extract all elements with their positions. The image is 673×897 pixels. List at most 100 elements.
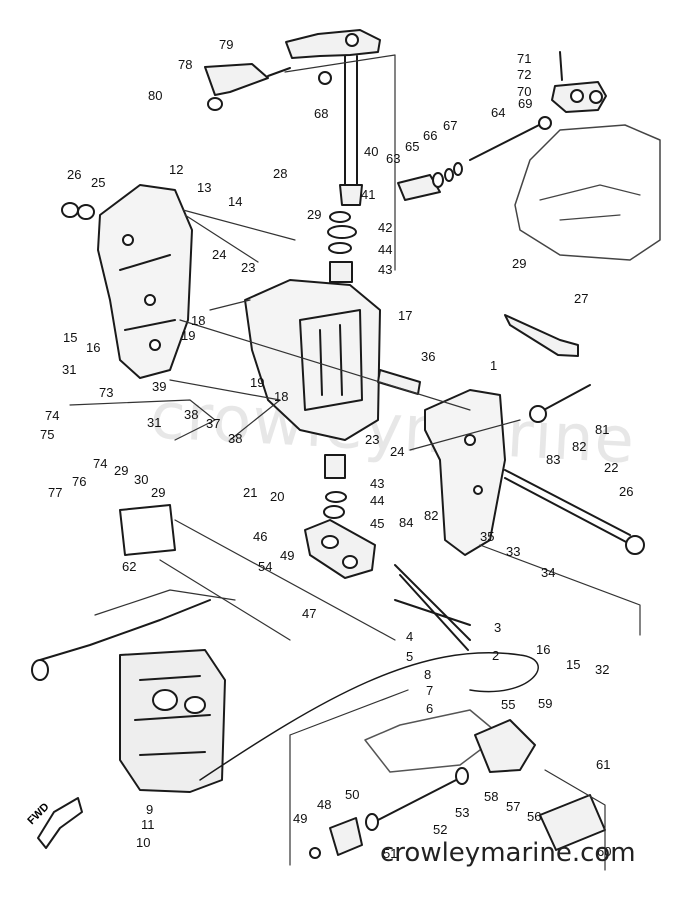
callout-59: 59 (538, 696, 553, 711)
callout-45: 45 (370, 516, 385, 531)
callout-54: 54 (258, 559, 273, 574)
steering-arm-part (285, 29, 381, 206)
callout-1: 1 (490, 358, 498, 373)
callout-2: 2 (492, 648, 500, 663)
bottom-cowling-part (514, 124, 661, 261)
callout-3: 3 (494, 620, 502, 635)
callout-24-b: 24 (390, 444, 405, 459)
collar-41-part (329, 211, 351, 223)
bushing-43-part (329, 261, 353, 283)
callout-33: 33 (506, 544, 521, 559)
callout-72: 72 (517, 67, 532, 82)
callout-16-b: 16 (536, 642, 551, 657)
callout-29-c: 29 (114, 463, 129, 478)
callout-79: 79 (219, 37, 234, 52)
callout-43-b: 43 (370, 476, 385, 491)
callout-76: 76 (72, 474, 87, 489)
callout-39: 39 (152, 379, 167, 394)
callout-31: 31 (62, 362, 77, 377)
callout-26: 26 (67, 167, 82, 182)
callout-29-b: 29 (512, 256, 527, 271)
callout-81: 81 (595, 422, 610, 437)
callout-82: 82 (572, 439, 587, 454)
callout-46: 46 (253, 529, 268, 544)
callout-8: 8 (424, 667, 432, 682)
callout-82-b: 82 (424, 508, 439, 523)
callout-15: 15 (63, 330, 78, 345)
callout-19: 19 (181, 328, 196, 343)
shaft-64-part (469, 121, 546, 161)
seal-42-part (327, 225, 357, 239)
callout-38-b: 38 (228, 431, 243, 446)
clamp-bracket-12-part (97, 184, 193, 379)
callout-29-d: 29 (151, 485, 166, 500)
callout-25: 25 (91, 175, 106, 190)
callout-51: 51 (383, 846, 398, 861)
hose-loop-part (199, 651, 539, 781)
callout-44: 44 (378, 242, 393, 257)
callout-57: 57 (506, 799, 521, 814)
callout-29: 29 (307, 207, 322, 222)
clamp-bracket-1-part (424, 389, 506, 556)
callout-56: 56 (527, 809, 542, 824)
callout-64: 64 (491, 105, 506, 120)
website-text: crowleymarine.com (380, 838, 636, 868)
callout-32: 32 (595, 662, 610, 677)
callout-24: 24 (212, 247, 227, 262)
bushing-48-part (329, 817, 363, 856)
callout-40: 40 (364, 144, 379, 159)
callout-47: 47 (302, 606, 317, 621)
callout-65: 65 (405, 139, 420, 154)
nut-80-part (207, 97, 223, 111)
callout-34: 34 (541, 565, 556, 580)
callout-60: 60 (597, 844, 612, 859)
bushing-43b-part (324, 454, 346, 479)
callout-83: 83 (546, 452, 561, 467)
callout-9: 9 (146, 802, 154, 817)
callout-43: 43 (378, 262, 393, 277)
callout-61: 61 (596, 757, 611, 772)
callout-62: 62 (122, 559, 137, 574)
power-trim-unit-part (119, 649, 226, 793)
callout-6: 6 (426, 701, 434, 716)
callout-5: 5 (406, 649, 414, 664)
callout-67: 67 (443, 118, 458, 133)
callout-53: 53 (455, 805, 470, 820)
callout-52: 52 (433, 822, 448, 837)
callout-69: 69 (518, 96, 533, 111)
washers-65-67-part (397, 162, 463, 201)
callout-80: 80 (148, 88, 163, 103)
callout-19-b: 19 (250, 375, 265, 390)
callout-17: 17 (398, 308, 413, 323)
callout-42: 42 (378, 220, 393, 235)
callout-75: 75 (40, 427, 55, 442)
callout-49-b: 49 (293, 811, 308, 826)
callout-31-b: 31 (147, 415, 162, 430)
callout-30: 30 (134, 472, 149, 487)
callout-22: 22 (604, 460, 619, 475)
callout-36: 36 (421, 349, 436, 364)
callout-13: 13 (197, 180, 212, 195)
callout-73: 73 (99, 385, 114, 400)
swivel-bracket-17-part (244, 279, 381, 441)
callout-18: 18 (191, 313, 206, 328)
plate-62-part (119, 504, 176, 556)
callout-28: 28 (273, 166, 288, 181)
callout-26-b: 26 (619, 484, 634, 499)
lower-bracket-46-part (304, 519, 376, 579)
callout-16: 16 (86, 340, 101, 355)
fwd-arrow-icon (37, 797, 83, 849)
lever-27-part (504, 314, 579, 357)
callout-20: 20 (270, 489, 285, 504)
callout-37: 37 (206, 416, 221, 431)
callout-15-b: 15 (566, 657, 581, 672)
pin-36-part (377, 369, 421, 395)
callout-71: 71 (517, 51, 532, 66)
trim-rod-3-part (394, 564, 471, 651)
callout-74-b: 74 (93, 456, 108, 471)
callout-44-b: 44 (370, 493, 385, 508)
callout-14: 14 (228, 194, 243, 209)
bolt-81-part (539, 384, 591, 413)
callout-18-b: 18 (274, 389, 289, 404)
